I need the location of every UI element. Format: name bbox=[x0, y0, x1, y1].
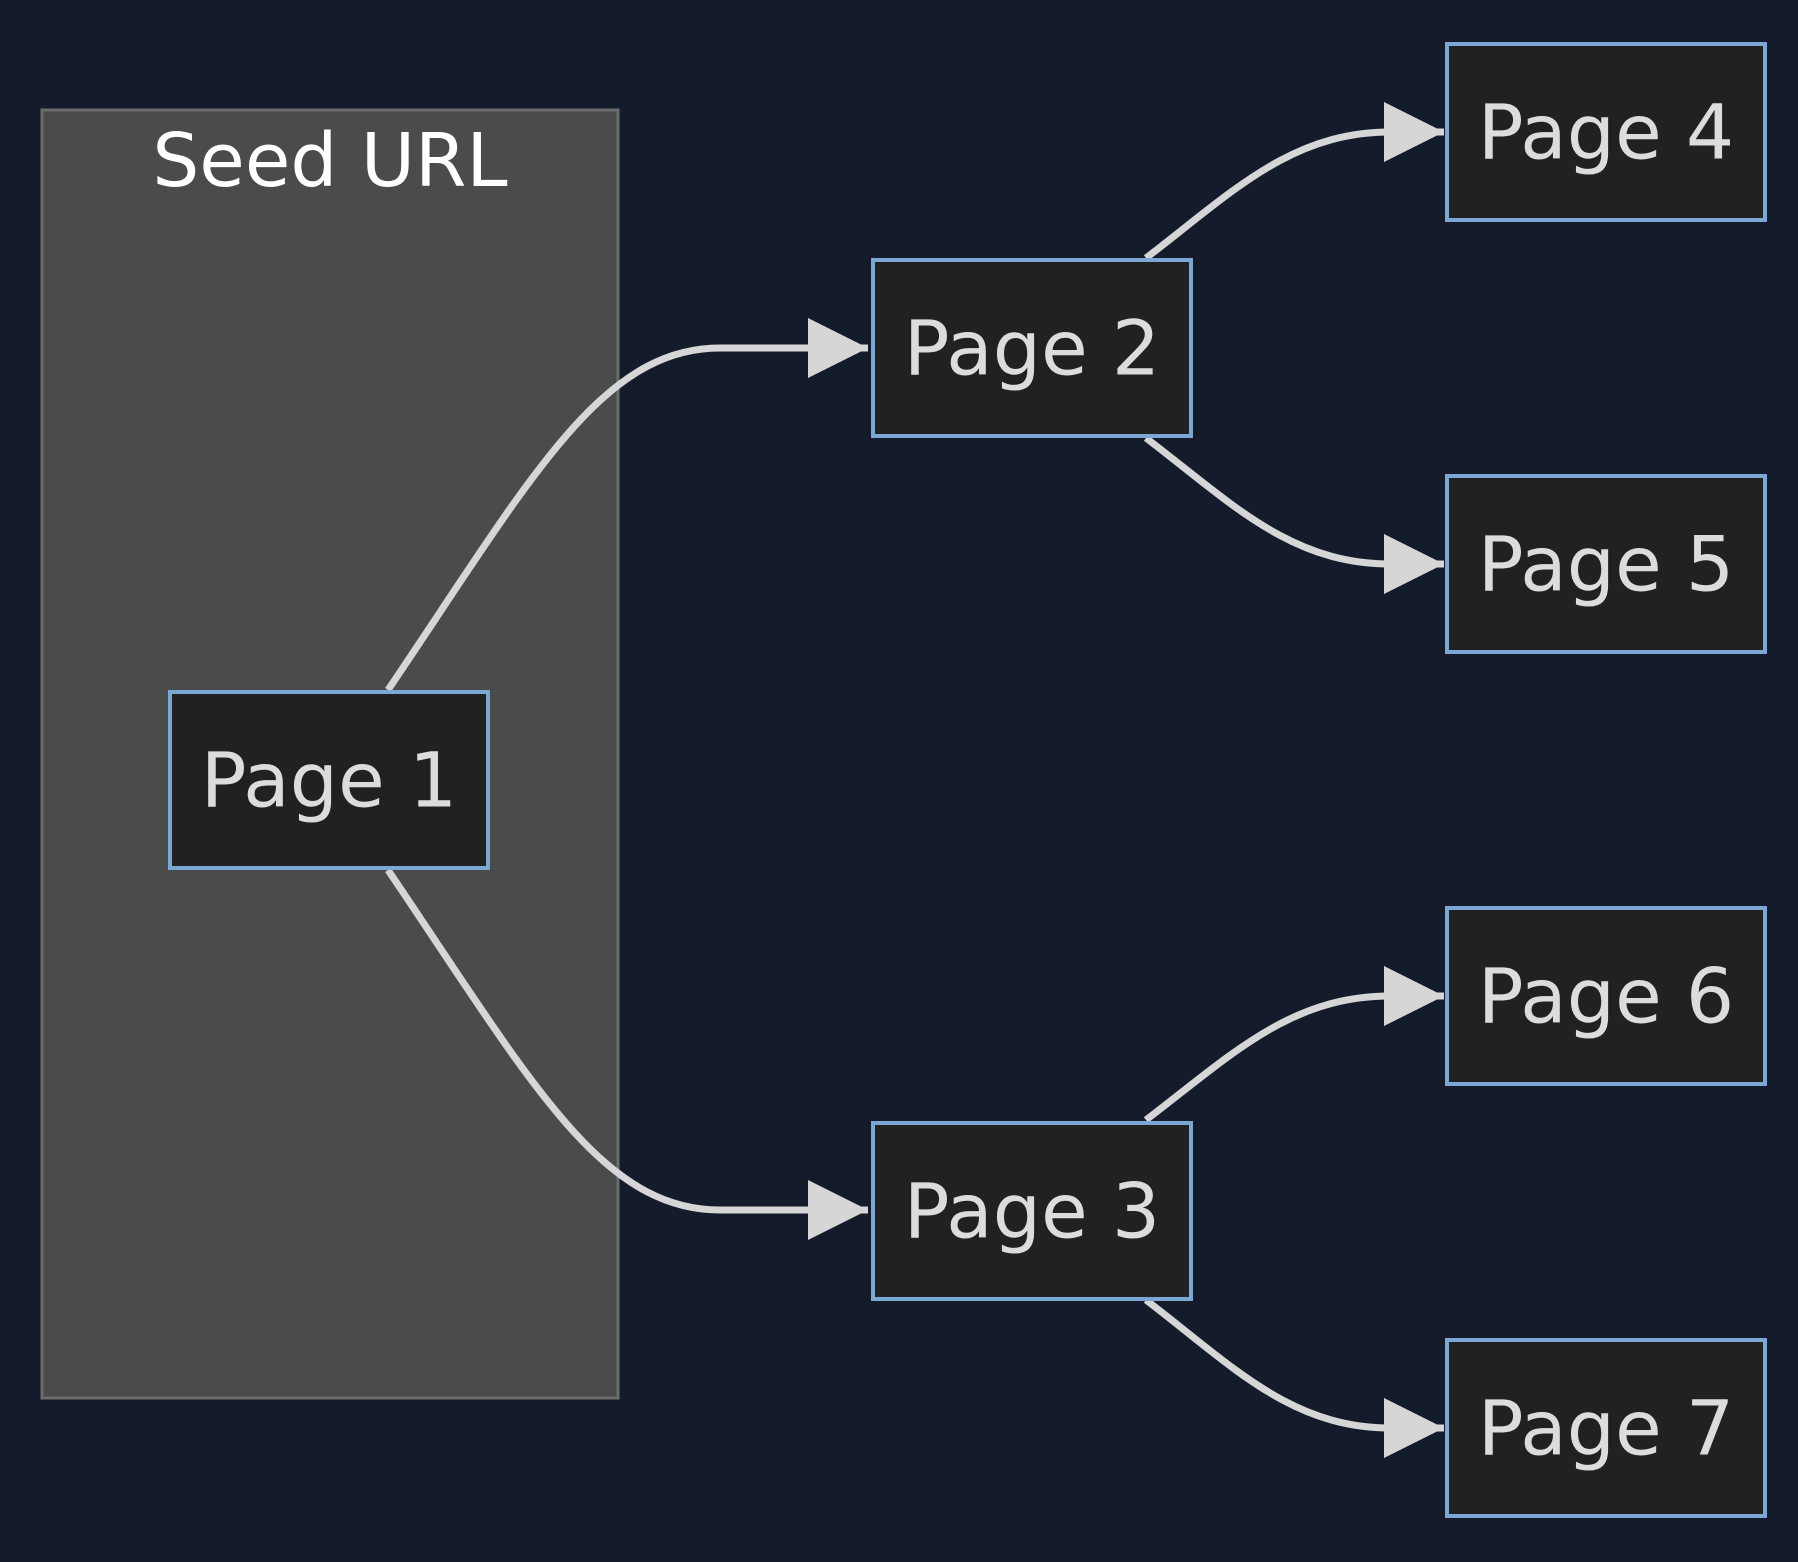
node-page-3-label: Page 3 bbox=[904, 1167, 1161, 1256]
node-page-6[interactable]: Page 6 bbox=[1445, 906, 1767, 1086]
edge-page3-page7 bbox=[1143, 1297, 1444, 1432]
node-page-3-box bbox=[871, 1121, 1193, 1301]
node-page-4[interactable]: Page 4 bbox=[1445, 42, 1767, 222]
edge-page1-page2-arrowhead bbox=[808, 318, 868, 378]
group-seed-url-label: Seed URL bbox=[152, 118, 507, 204]
edge-page2-page4 bbox=[1143, 128, 1444, 261]
edge-page3-page7-arrowhead bbox=[1384, 1398, 1444, 1458]
node-page-3[interactable]: Page 3 bbox=[871, 1121, 1193, 1301]
node-page-7-label: Page 7 bbox=[1478, 1384, 1735, 1473]
edge-layer bbox=[385, 102, 1444, 1458]
edge-page3-page6 bbox=[1143, 992, 1444, 1123]
node-page-1[interactable]: Page 1 bbox=[168, 690, 490, 870]
node-page-7[interactable]: Page 7 bbox=[1445, 1338, 1767, 1518]
node-page-7-box bbox=[1445, 1338, 1767, 1518]
node-page-5[interactable]: Page 5 bbox=[1445, 474, 1767, 654]
node-page-4-label: Page 4 bbox=[1478, 88, 1735, 177]
edge-page2-page5 bbox=[1143, 435, 1444, 568]
edge-page1-page3-arrowhead bbox=[808, 1180, 868, 1240]
node-page-4-box bbox=[1445, 42, 1767, 222]
edge-page2-page4-arrowhead bbox=[1384, 102, 1444, 162]
node-page-5-label: Page 5 bbox=[1478, 520, 1735, 609]
edge-page3-page6-arrowhead bbox=[1384, 966, 1444, 1026]
node-page-6-label: Page 6 bbox=[1478, 952, 1735, 1041]
edge-page1-page2 bbox=[385, 344, 868, 692]
node-page-2-box bbox=[871, 258, 1193, 438]
edge-page1-page3 bbox=[385, 868, 868, 1214]
node-page-2[interactable]: Page 2 bbox=[871, 258, 1193, 438]
node-page-6-box bbox=[1445, 906, 1767, 1086]
node-page-5-box bbox=[1445, 474, 1767, 654]
node-page-1-label: Page 1 bbox=[201, 736, 458, 825]
node-page-1-box bbox=[168, 690, 490, 870]
edge-page2-page5-arrowhead bbox=[1384, 534, 1444, 594]
node-page-2-label: Page 2 bbox=[904, 304, 1161, 393]
